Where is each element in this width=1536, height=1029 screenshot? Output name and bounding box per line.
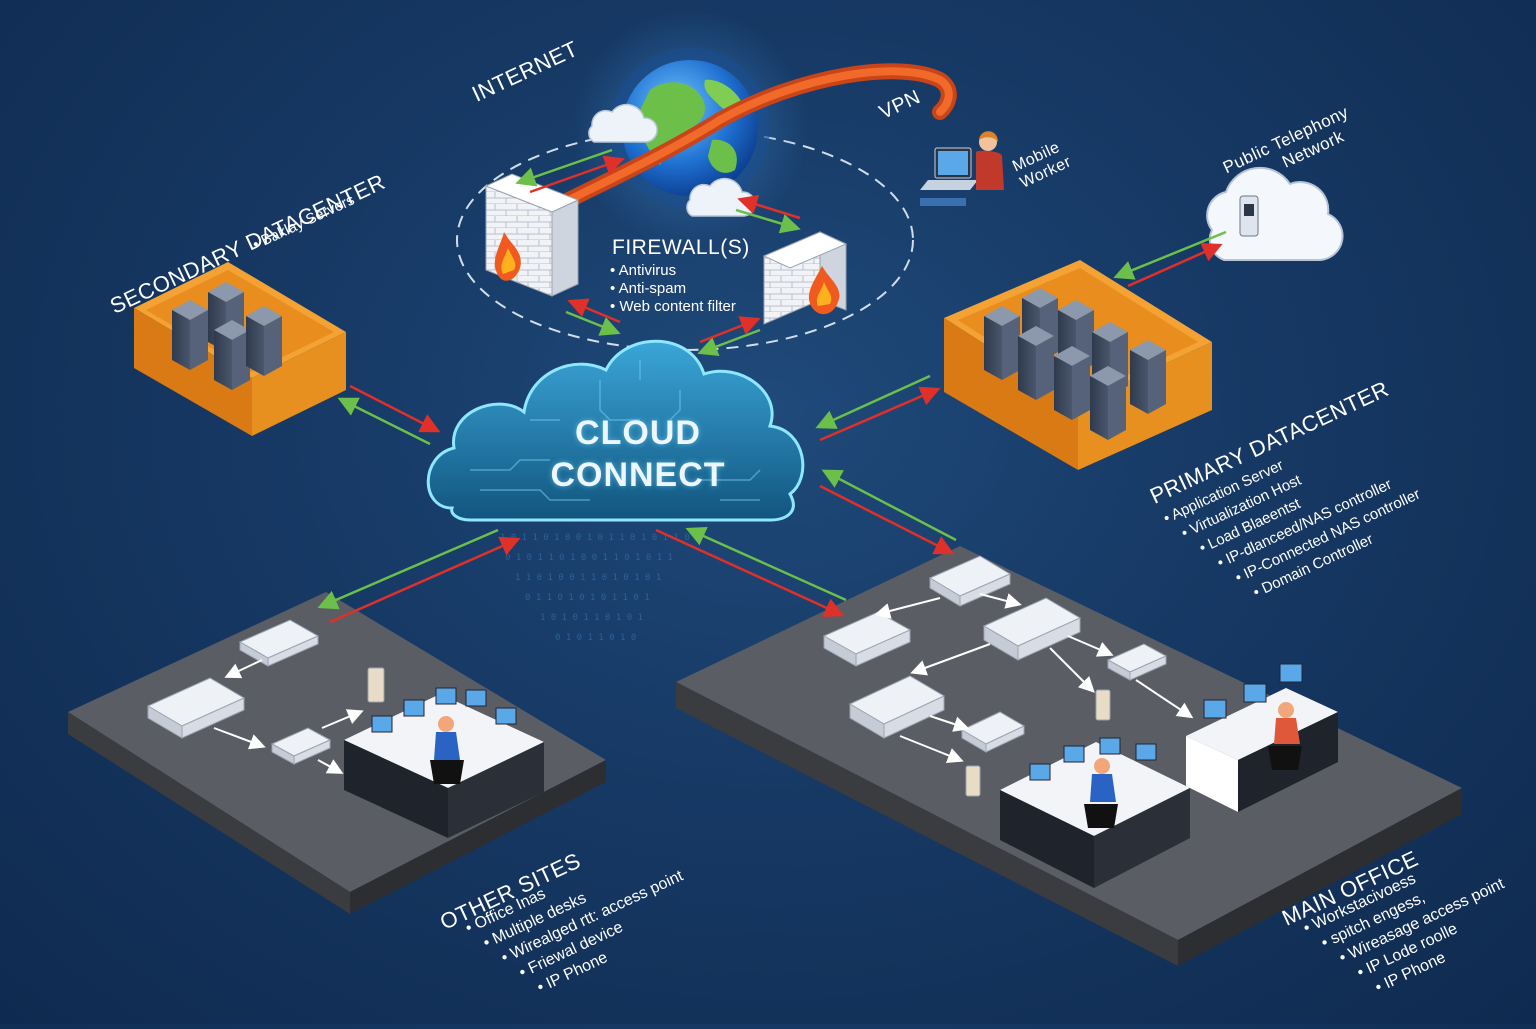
other-sites-links <box>213 659 364 774</box>
access-point-icon <box>960 711 1026 753</box>
ip-phone-icon <box>1095 689 1111 721</box>
cloud-connect-label: CLOUD CONNECT <box>520 412 756 496</box>
router-icon <box>928 555 1012 607</box>
ip-phone-icon <box>367 667 385 703</box>
svg-text:0 1 0 1 1 0 1 0 0 1 1 0 1 0 1: 0 1 0 1 1 0 1 0 0 1 1 0 1 0 1 1 <box>505 553 673 563</box>
cloud-line-1: CLOUD <box>575 414 701 452</box>
other-sites-devices <box>146 619 385 765</box>
cloud-connect-icon <box>426 339 805 522</box>
switch-icon <box>146 677 246 739</box>
svg-text:1 1 0 1 0 0 1 1 0 1 0 1 0 1: 1 1 0 1 0 0 1 1 0 1 0 1 0 1 <box>515 573 661 583</box>
firewall-right-icon <box>762 231 848 325</box>
main-office-workstation-2 <box>1186 663 1338 812</box>
telephony-cloud-icon <box>1206 166 1344 261</box>
other-sites-workstation <box>344 687 544 838</box>
firewall-feature: Antivirus <box>610 262 736 280</box>
access-point-icon <box>1106 643 1168 681</box>
switch-icon <box>822 611 912 667</box>
svg-text:0 1 0 1 1 0 1 0: 0 1 0 1 1 0 1 0 <box>555 633 636 643</box>
mobile-worker-icon <box>920 131 1004 206</box>
firewall-feature: Web content filter <box>610 298 735 316</box>
firewall-left-icon <box>484 173 580 297</box>
firewall-title: FIREWALL(S) <box>612 236 750 259</box>
firewall-features: Antivirus Anti-spam Web content filter <box>610 262 736 316</box>
secondary-server-racks <box>172 282 282 390</box>
main-office-links <box>874 593 1194 763</box>
access-point-icon <box>270 727 332 765</box>
ip-phone-icon <box>965 765 981 797</box>
firewall-feature: Anti-spam <box>610 280 736 298</box>
main-office-devices <box>822 555 1168 797</box>
svg-text:1 0 1 0 1 1 0 1 0 1: 1 0 1 0 1 1 0 1 0 1 <box>540 613 643 623</box>
primary-server-racks <box>984 288 1166 440</box>
internet-globe-icon <box>572 10 808 246</box>
switch-icon <box>982 597 1082 661</box>
cloud-line-2: CONNECT <box>550 456 726 494</box>
switch-icon <box>848 675 946 739</box>
data-rain: 1 0 1 1 0 1 0 0 1 0 1 1 0 1 0 1 1 0 0 1 … <box>500 533 690 643</box>
svg-text:0 1 1 0 1 0 1 0 1 1 0 1: 0 1 1 0 1 0 1 0 1 1 0 1 <box>525 593 650 603</box>
connection-arrows <box>317 148 1227 624</box>
main-office-workstation-1 <box>1000 737 1190 888</box>
svg-text:1 0 1 1 0 1 0 0 1 0 1 1 0 1 0: 1 0 1 1 0 1 0 0 1 0 1 1 0 1 0 1 1 0 <box>500 533 690 543</box>
